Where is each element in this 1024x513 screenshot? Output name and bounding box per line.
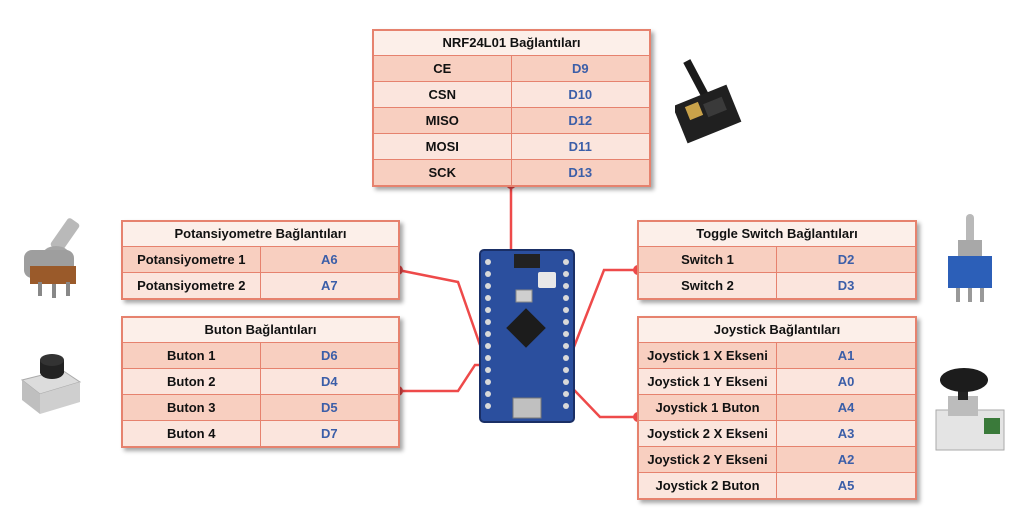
signal-name: Potansiyometre 2 [123,273,261,298]
potentiometer-image [14,212,94,303]
signal-name: Joystick 2 X Ekseni [639,421,777,446]
table-row: Buton 1 D6 [123,343,398,369]
toggle-switch-image [940,212,1000,309]
table-row: CE D9 [374,56,649,82]
pin-value: D2 [837,252,855,267]
pin-value: A3 [837,426,855,441]
joystick-table-title: Joystick Bağlantıları [639,318,915,343]
signal-name: Joystick 2 Y Ekseni [639,447,777,472]
table-row: Potansiyometre 2 A7 [123,273,398,298]
signal-name: Buton 2 [123,369,261,394]
pin-value: A5 [837,478,855,493]
signal-name: Switch 2 [639,273,777,298]
table-row: MOSI D11 [374,134,649,160]
pin-value: D13 [568,165,593,180]
table-row: SCK D13 [374,160,649,185]
signal-name: MISO [374,108,512,133]
toggle-switch-table-title: Toggle Switch Bağlantıları [639,222,915,247]
nrf24l01-table: NRF24L01 Bağlantıları CE D9 CSN D10 MISO D1… [372,29,651,187]
pin-value: D3 [837,278,855,293]
signal-name: Buton 1 [123,343,261,368]
joystick-module-image [930,366,1010,461]
table-row: CSN D10 [374,82,649,108]
signal-name: Joystick 1 Y Ekseni [639,369,777,394]
potansiyometre-table: Potansiyometre Bağlantıları Potansiyomet… [121,220,400,300]
pin-value: A0 [837,374,855,389]
signal-name: Buton 3 [123,395,261,420]
pin-value: D12 [568,113,593,128]
table-row: Switch 1 D2 [639,247,915,273]
pin-value: D6 [320,348,338,363]
potansiyometre-table-title: Potansiyometre Bağlantıları [123,222,398,247]
table-row: Switch 2 D3 [639,273,915,298]
table-row: Joystick 2 Y Ekseni A2 [639,447,915,473]
table-row: Buton 3 D5 [123,395,398,421]
pin-value: D11 [568,139,592,154]
arduino-nano-board [478,248,576,424]
pin-value: A2 [837,452,855,467]
pin-value: D7 [320,426,338,441]
signal-name: SCK [374,160,512,185]
pin-value: D9 [571,61,589,76]
table-row: Joystick 1 X Ekseni A1 [639,343,915,369]
table-row: Joystick 1 Y Ekseni A0 [639,369,915,395]
push-button-image [14,352,84,433]
nrf24l01-module-image [672,52,745,152]
pin-value: A4 [837,400,855,415]
nrf24l01-table-title: NRF24L01 Bağlantıları [374,31,649,56]
pin-value: D4 [320,374,338,389]
table-row: Buton 2 D4 [123,369,398,395]
table-row: MISO D12 [374,108,649,134]
table-row: Joystick 2 Buton A5 [639,473,915,498]
wire-potansiyometre [397,268,482,346]
pin-value: D10 [568,87,593,102]
table-row: Joystick 2 X Ekseni A3 [639,421,915,447]
table-row: Joystick 1 Buton A4 [639,395,915,421]
toggle-switch-table: Toggle Switch Bağlantıları Switch 1 D2 Sw… [637,220,917,300]
pin-value: A1 [837,348,855,363]
signal-name: Joystick 1 X Ekseni [639,343,777,368]
pin-value: D5 [320,400,338,415]
signal-name: Potansiyometre 1 [123,247,261,272]
signal-name: CSN [374,82,512,107]
signal-name: Joystick 2 Buton [639,473,777,498]
buton-table-title: Buton Bağlantıları [123,318,398,343]
buton-table: Buton Bağlantıları Buton 1 D6 Buton 2 D4 B… [121,316,400,448]
signal-name: Joystick 1 Buton [639,395,777,420]
signal-name: CE [374,56,512,81]
signal-name: MOSI [374,134,512,159]
table-row: Potansiyometre 1 A6 [123,247,398,273]
signal-name: Switch 1 [639,247,777,272]
table-row: Buton 4 D7 [123,421,398,446]
joystick-table: Joystick Bağlantıları Joystick 1 X Eksen… [637,316,917,500]
signal-name: Buton 4 [123,421,261,446]
pin-value: A6 [320,252,338,267]
pin-value: A7 [320,278,338,293]
